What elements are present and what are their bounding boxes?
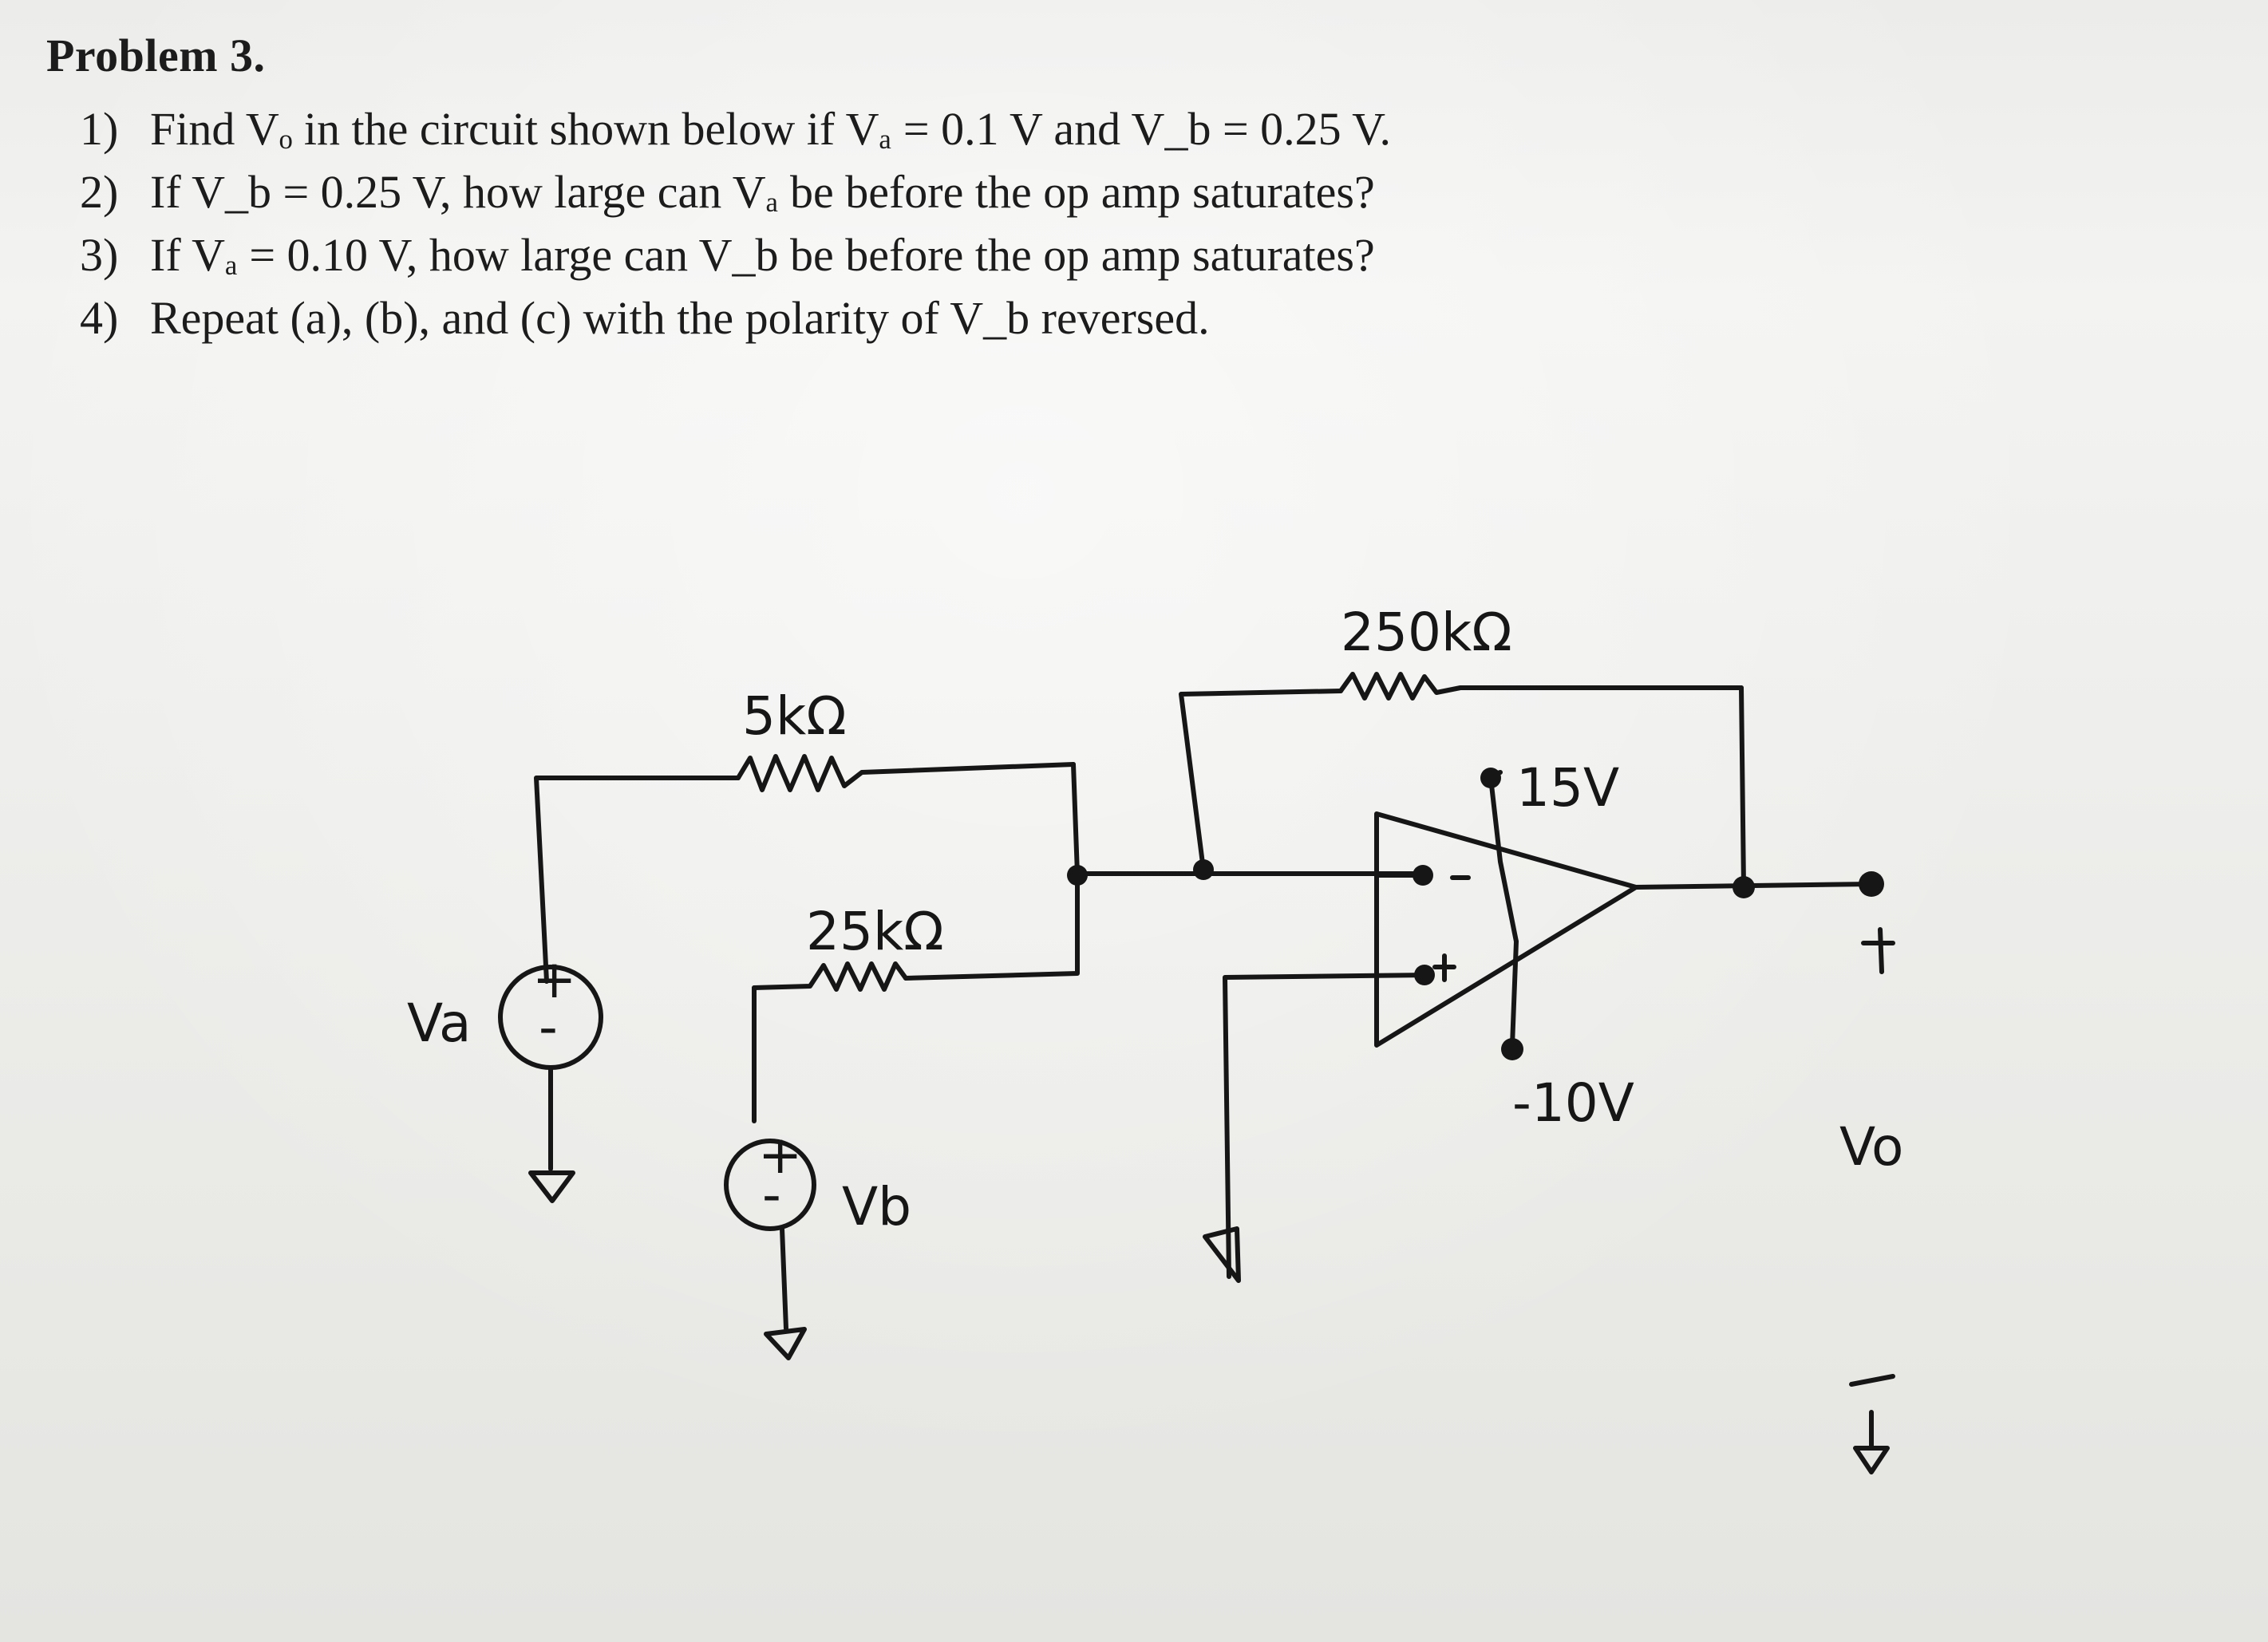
vb-minus-sign: - — [762, 1164, 781, 1226]
junction-dot — [1501, 1038, 1523, 1060]
label-supply-pos: 15V — [1516, 757, 1619, 819]
problem-title: Problem 3. — [46, 30, 266, 81]
output-terminal-dot — [1859, 871, 1884, 897]
wire-vb-ground — [780, 1226, 788, 1331]
supply-pos-rail — [1482, 770, 1519, 944]
resistor-250k — [1338, 672, 1744, 701]
question-2: 2)If V_b = 0.25 V, how large can Vₐ be b… — [80, 166, 1375, 218]
wire-va-top — [534, 776, 741, 984]
label-va: Va — [407, 993, 471, 1054]
question-list: 1)Find Vₒ in the circuit shown below if … — [80, 97, 1391, 349]
wire-feedback-left — [1179, 689, 1343, 872]
junction-dot — [1733, 876, 1755, 898]
label-25k: 25kΩ — [806, 901, 944, 962]
label-250k: 250kΩ — [1341, 602, 1512, 663]
label-5k: 5kΩ — [742, 685, 847, 747]
resistor-25k — [752, 961, 908, 992]
junction-dot — [1193, 859, 1214, 880]
junction-dot — [1413, 865, 1433, 886]
question-1: 1)Find Vₒ in the circuit shown below if … — [80, 103, 1392, 155]
question-3: 3)If Vₐ = 0.10 V, how large can V_b be b… — [80, 229, 1375, 281]
junction-dot — [1414, 965, 1435, 985]
va-plus-sign: + — [532, 949, 576, 1010]
question-4: 4)Repeat (a), (b), and (c) with the pola… — [80, 292, 1210, 344]
ground-vb-icon — [764, 1327, 807, 1360]
output-minus-icon — [1849, 1374, 1895, 1387]
wire-node-to-25k — [903, 871, 1080, 981]
label-supply-neg: -10V — [1512, 1072, 1634, 1134]
resistor-5k — [736, 754, 1076, 792]
op-amp-triangle — [1374, 811, 1638, 1048]
plus-sign-icon — [1432, 953, 1456, 982]
wire-feedback-right — [1739, 685, 1746, 890]
ground-va-icon — [528, 1170, 575, 1203]
output-plus-icon — [1861, 927, 1895, 974]
label-vb: Vb — [842, 1176, 911, 1237]
wire-5k-to-node — [1071, 762, 1080, 876]
junction-dot — [1067, 865, 1088, 886]
source-vb — [724, 1139, 816, 1231]
junction-dot — [1480, 768, 1501, 788]
label-vo: Vo — [1839, 1116, 1903, 1178]
va-minus-sign: - — [539, 997, 558, 1058]
output-arrow-icon — [1853, 1410, 1890, 1474]
supply-neg-rail — [1510, 939, 1519, 1048]
vb-plus-sign: + — [758, 1124, 802, 1186]
ground-op-amp-icon — [1203, 1226, 1241, 1283]
wire-noninverting-input — [1223, 973, 1427, 1279]
